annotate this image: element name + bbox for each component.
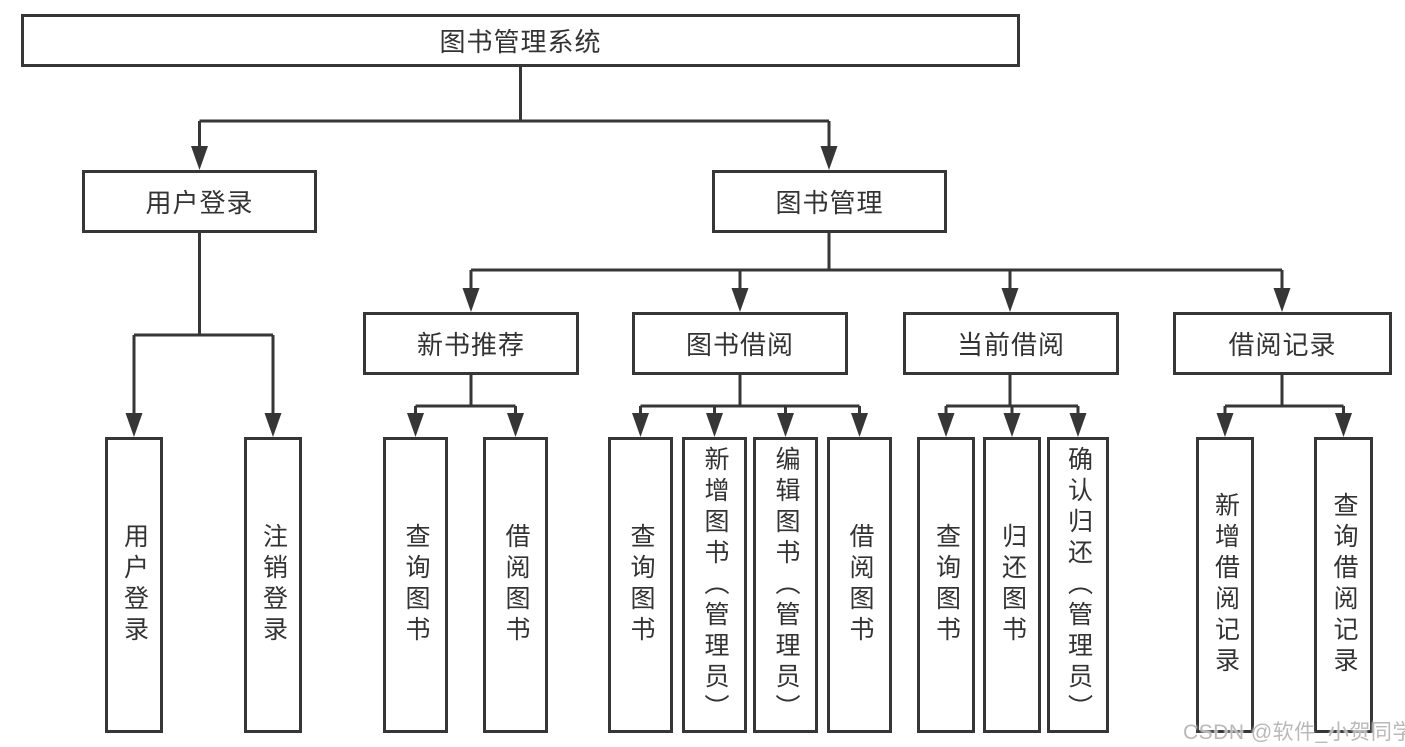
node-user-login: 用户登录 [82,170,317,233]
node-new-book-recommend: 新书推荐 [363,312,579,375]
node-label: 图书借阅 [685,330,794,360]
node-label: 归还图书 [998,523,1027,647]
node-label: 查询图书 [932,523,961,647]
leaf-borrowing-add-book-admin: 新增图书（管理员） [682,437,747,733]
connector-current-borrowing [937,375,1087,437]
leaf-borrowing-query-book: 查询图书 [608,437,673,733]
connector-borrowing-records [1216,375,1352,437]
leaf-borrowing-edit-book-admin: 编辑图书（管理员） [753,437,818,733]
node-label: 注销登录 [259,523,288,647]
leaf-current-return-book: 归还图书 [983,437,1041,733]
node-label: 查询借阅记录 [1330,492,1358,678]
connector-book-management [462,233,1291,312]
node-book-borrowing: 图书借阅 [632,312,848,375]
connector-book-borrowing [632,375,868,437]
node-label: 确认归还（管理员） [1064,445,1093,725]
node-label: 新增借阅记录 [1211,492,1240,678]
connector-user-login [125,233,282,437]
leaf-newrec-borrow-book: 借阅图书 [483,437,548,733]
connector-new-book-recommend [407,375,524,437]
leaf-newrec-query-book: 查询图书 [383,437,448,733]
node-label: 用户登录 [145,188,254,218]
node-label: 当前借阅 [956,330,1065,360]
node-label: 图书管理 [775,188,884,218]
node-label: 查询图书 [402,523,430,647]
node-label: 编辑图书（管理员） [772,445,800,725]
node-label: 用户登录 [120,523,149,647]
node-current-borrowing: 当前借阅 [903,312,1119,375]
leaf-records-query-borrow-record: 查询借阅记录 [1314,437,1373,733]
node-library-system: 图书管理系统 [21,14,1020,67]
leaf-current-confirm-return-admin: 确认归还（管理员） [1047,437,1109,733]
node-book-management: 图书管理 [712,170,947,233]
watermark: CSDN @软件_小贺同学 [1183,721,1405,744]
leaf-records-new-borrow-record: 新增借阅记录 [1196,437,1254,733]
node-label: 借阅记录 [1228,330,1337,360]
node-label: 查询图书 [627,523,655,647]
leaf-logout: 注销登录 [244,437,302,733]
node-label: 借阅图书 [846,523,874,647]
leaf-borrowing-borrow-book: 借阅图书 [827,437,892,733]
node-label: 借阅图书 [502,523,530,647]
connector-root [191,67,838,170]
node-label: 图书管理系统 [439,27,602,57]
node-borrowing-records: 借阅记录 [1173,312,1392,375]
leaf-user-login: 用户登录 [105,437,163,733]
node-label: 新书推荐 [416,330,525,360]
leaf-current-query-book: 查询图书 [917,437,975,733]
node-label: 新增图书（管理员） [701,445,729,725]
